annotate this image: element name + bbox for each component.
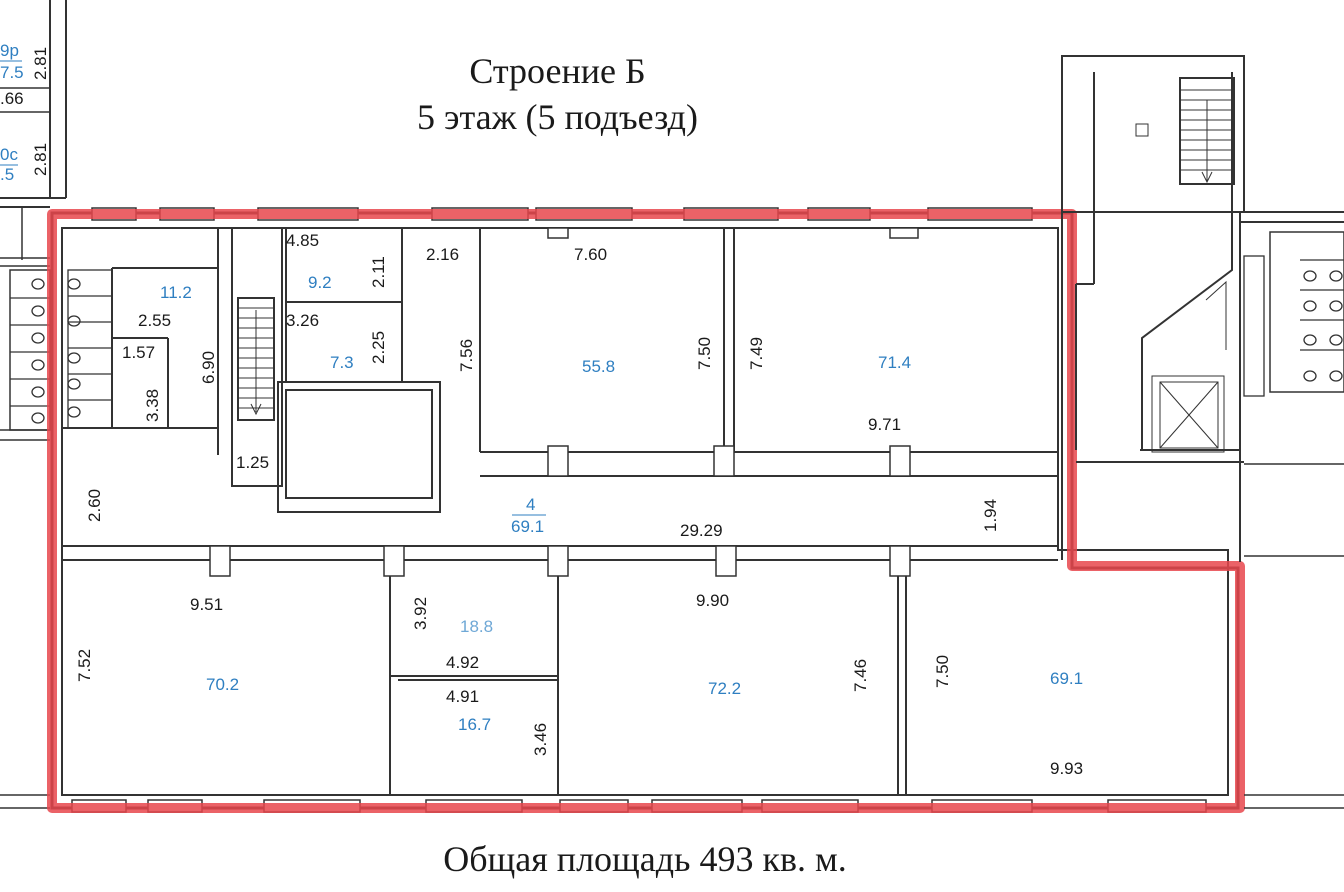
neighbor-area-label: .5	[0, 165, 14, 184]
dimension-label: 3.26	[286, 311, 319, 330]
dimension-label: 4.91	[446, 687, 479, 706]
dimension-label: 1.25	[236, 453, 269, 472]
area-label: 16.7	[458, 715, 491, 734]
interior-walls	[62, 227, 1058, 795]
neighbor-area-label: 7.5	[0, 63, 24, 82]
left-neighbor-toilets	[9, 269, 51, 431]
building-title: Строение Б	[469, 51, 646, 91]
dimension-label: 2.25	[369, 331, 388, 364]
area-label: 9.2	[308, 273, 332, 292]
dimension-label: 3.46	[531, 723, 550, 756]
dimension-label: 9.90	[696, 591, 729, 610]
neighbor-room-label: 0с	[0, 145, 18, 164]
dimension-label: 29.29	[680, 521, 723, 540]
dimension-label: 7.56	[457, 339, 476, 372]
dimension-label: 7.50	[695, 337, 714, 370]
dimension-label: 7.50	[933, 655, 952, 688]
neighbor-room-label: 9р	[0, 41, 19, 60]
dimension-label: 4.85	[286, 231, 319, 250]
area-label: 18.8	[460, 617, 493, 636]
floor-subtitle: 5 этаж (5 подъезд)	[417, 97, 698, 137]
neighbor-dimension: 2.81	[31, 47, 50, 80]
dimension-label: 2.11	[369, 256, 388, 288]
left-neighbor: 9р 7.5 2.81 .66 0с .5 2.81	[0, 0, 67, 809]
area-label: 70.2	[206, 675, 239, 694]
dimension-label: 7.46	[851, 659, 870, 692]
area-label: 69.1	[511, 517, 544, 536]
dimension-label: 7.60	[574, 245, 607, 264]
dimension-label: 9.51	[190, 595, 223, 614]
dimension-label: 1.94	[981, 499, 1000, 532]
area-label: 69.1	[1050, 669, 1083, 688]
area-label: 55.8	[582, 357, 615, 376]
dimension-label: 9.71	[868, 415, 901, 434]
dimension-label: 3.92	[411, 597, 430, 630]
area-label: 11.2	[160, 283, 192, 302]
dimension-label: 2.60	[85, 489, 104, 522]
dimension-label: 2.55	[138, 311, 171, 330]
dimension-label: 1.57	[122, 343, 155, 362]
unit-highlight-outline	[47, 209, 1245, 813]
unit-walls	[50, 211, 1240, 810]
dimension-label: 7.49	[747, 337, 766, 370]
right-neighbor	[1061, 55, 1344, 809]
area-label: 7.3	[330, 353, 354, 372]
dimension-label: 7.52	[75, 649, 94, 682]
neighbor-dimension: .66	[0, 89, 24, 108]
area-label: 71.4	[878, 353, 911, 372]
dimension-label: 4.92	[446, 653, 479, 672]
total-area-caption: Общая площадь 493 кв. м.	[443, 839, 847, 879]
dimension-label: 9.93	[1050, 759, 1083, 778]
corridor-number: 4	[526, 495, 535, 514]
dimension-label: 2.16	[426, 245, 459, 264]
area-label: 72.2	[708, 679, 741, 698]
neighbor-dimension: 2.81	[31, 143, 50, 176]
dimension-label: 3.38	[143, 389, 162, 422]
dimension-label: 6.90	[199, 351, 218, 384]
plan-labels: 11.2 2.55 1.57 3.38 6.90 4.85 9.2 2.11 2…	[75, 231, 1083, 778]
